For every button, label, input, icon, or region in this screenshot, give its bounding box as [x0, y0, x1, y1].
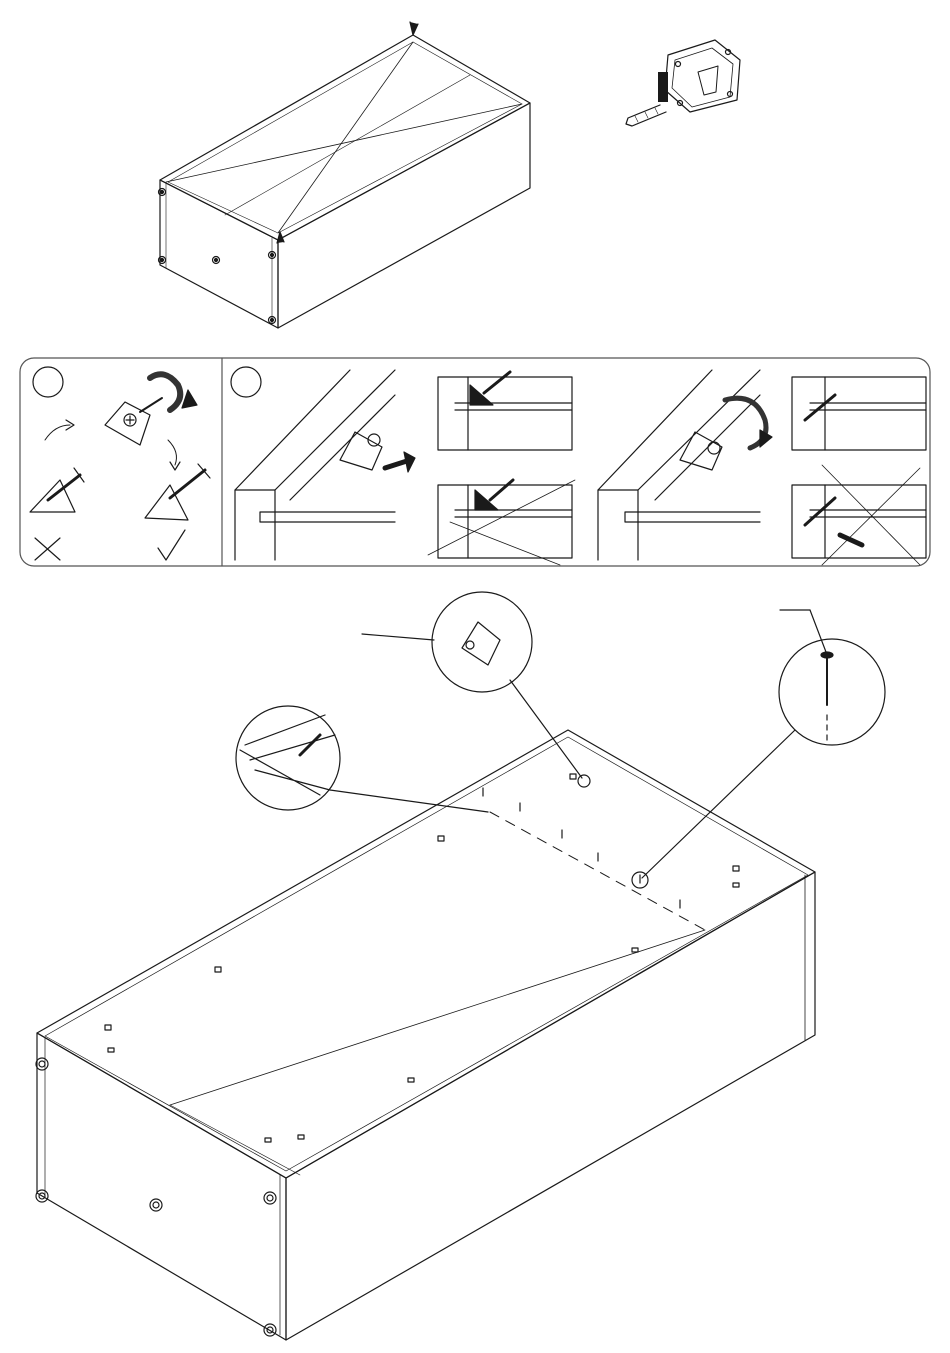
right-fitting: [145, 464, 210, 560]
cross-mark-icon: [35, 538, 60, 560]
tape-measure-icon: [626, 40, 740, 126]
check-mark-icon: [158, 530, 185, 560]
edge-callout: [236, 706, 488, 812]
back-panel-assembly: [36, 592, 885, 1340]
fitting-detail-panel: [20, 358, 930, 566]
rotate-arrow-icon: [150, 374, 180, 410]
fitting-section-two: [231, 367, 926, 565]
corner-block-callout: [362, 592, 590, 787]
wrong-fitting: [30, 468, 84, 560]
step-marker-two: [231, 367, 261, 397]
cabinet-diagonal-check: [159, 22, 531, 328]
step-marker-one: [33, 367, 63, 397]
fitting-section-one: [30, 367, 210, 560]
